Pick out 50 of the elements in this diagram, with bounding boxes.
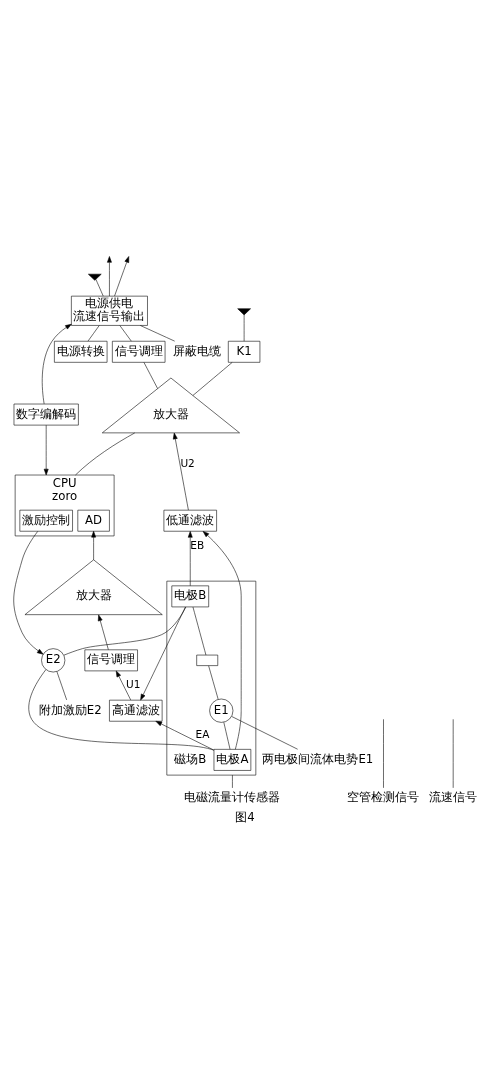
- node-circle: E1: [209, 698, 234, 723]
- node-text: 屏蔽电缆: [172, 343, 221, 358]
- connector: [63, 606, 187, 656]
- node-box: K1: [228, 340, 261, 363]
- node-box: 电极B: [171, 585, 209, 608]
- arrow: [97, 614, 109, 650]
- node-circle: E2: [41, 648, 66, 673]
- arrow: [43, 424, 49, 476]
- arrow: [115, 670, 131, 701]
- node-box: [196, 654, 219, 666]
- arrow: [202, 531, 242, 750]
- connector: [231, 716, 298, 750]
- node-text: 两电极间流体电势E1: [262, 751, 374, 766]
- connector: [95, 279, 104, 297]
- arrow: [91, 531, 96, 561]
- node-box: 电源供电 流速信号输出: [71, 295, 148, 326]
- connector: [28, 669, 215, 751]
- node-text: 磁场B: [174, 751, 207, 766]
- connector: [232, 774, 233, 789]
- node-box: AD: [77, 509, 110, 532]
- cluster: [166, 580, 257, 776]
- edge-label: U1: [125, 678, 141, 691]
- node-ground: [237, 308, 251, 316]
- node-box: 激励控制: [19, 509, 73, 532]
- node-text: 流速信号: [429, 790, 478, 805]
- node-ground: [88, 273, 102, 281]
- arrow: [155, 720, 215, 751]
- edge-label: EB: [190, 539, 205, 552]
- arrow: [187, 531, 193, 587]
- arrow: [172, 432, 189, 511]
- edge-label: U2: [180, 457, 195, 470]
- connector: [243, 314, 245, 342]
- arrow: [107, 256, 112, 297]
- caption: 图4: [235, 809, 255, 824]
- node-box: 信号调理: [112, 340, 166, 363]
- node-box: 信号调理: [84, 649, 138, 672]
- arrow: [13, 531, 44, 655]
- node-box: 高通滤波: [109, 699, 163, 722]
- edge-label: EA: [195, 728, 210, 741]
- node-text: 附加激励E2: [38, 702, 102, 717]
- node-box: 电源转换: [54, 340, 108, 363]
- node-box: 低通滤波: [163, 509, 217, 532]
- node-box: 电极A: [213, 749, 252, 771]
- connector: [140, 325, 175, 342]
- arrow: [114, 256, 130, 297]
- node-text: 空管检测信号: [347, 790, 420, 805]
- node-box: 数字编解码: [13, 403, 79, 426]
- node-text: 电磁流量计传感器: [184, 790, 281, 805]
- arrow: [41, 323, 72, 405]
- arrow: [140, 606, 186, 701]
